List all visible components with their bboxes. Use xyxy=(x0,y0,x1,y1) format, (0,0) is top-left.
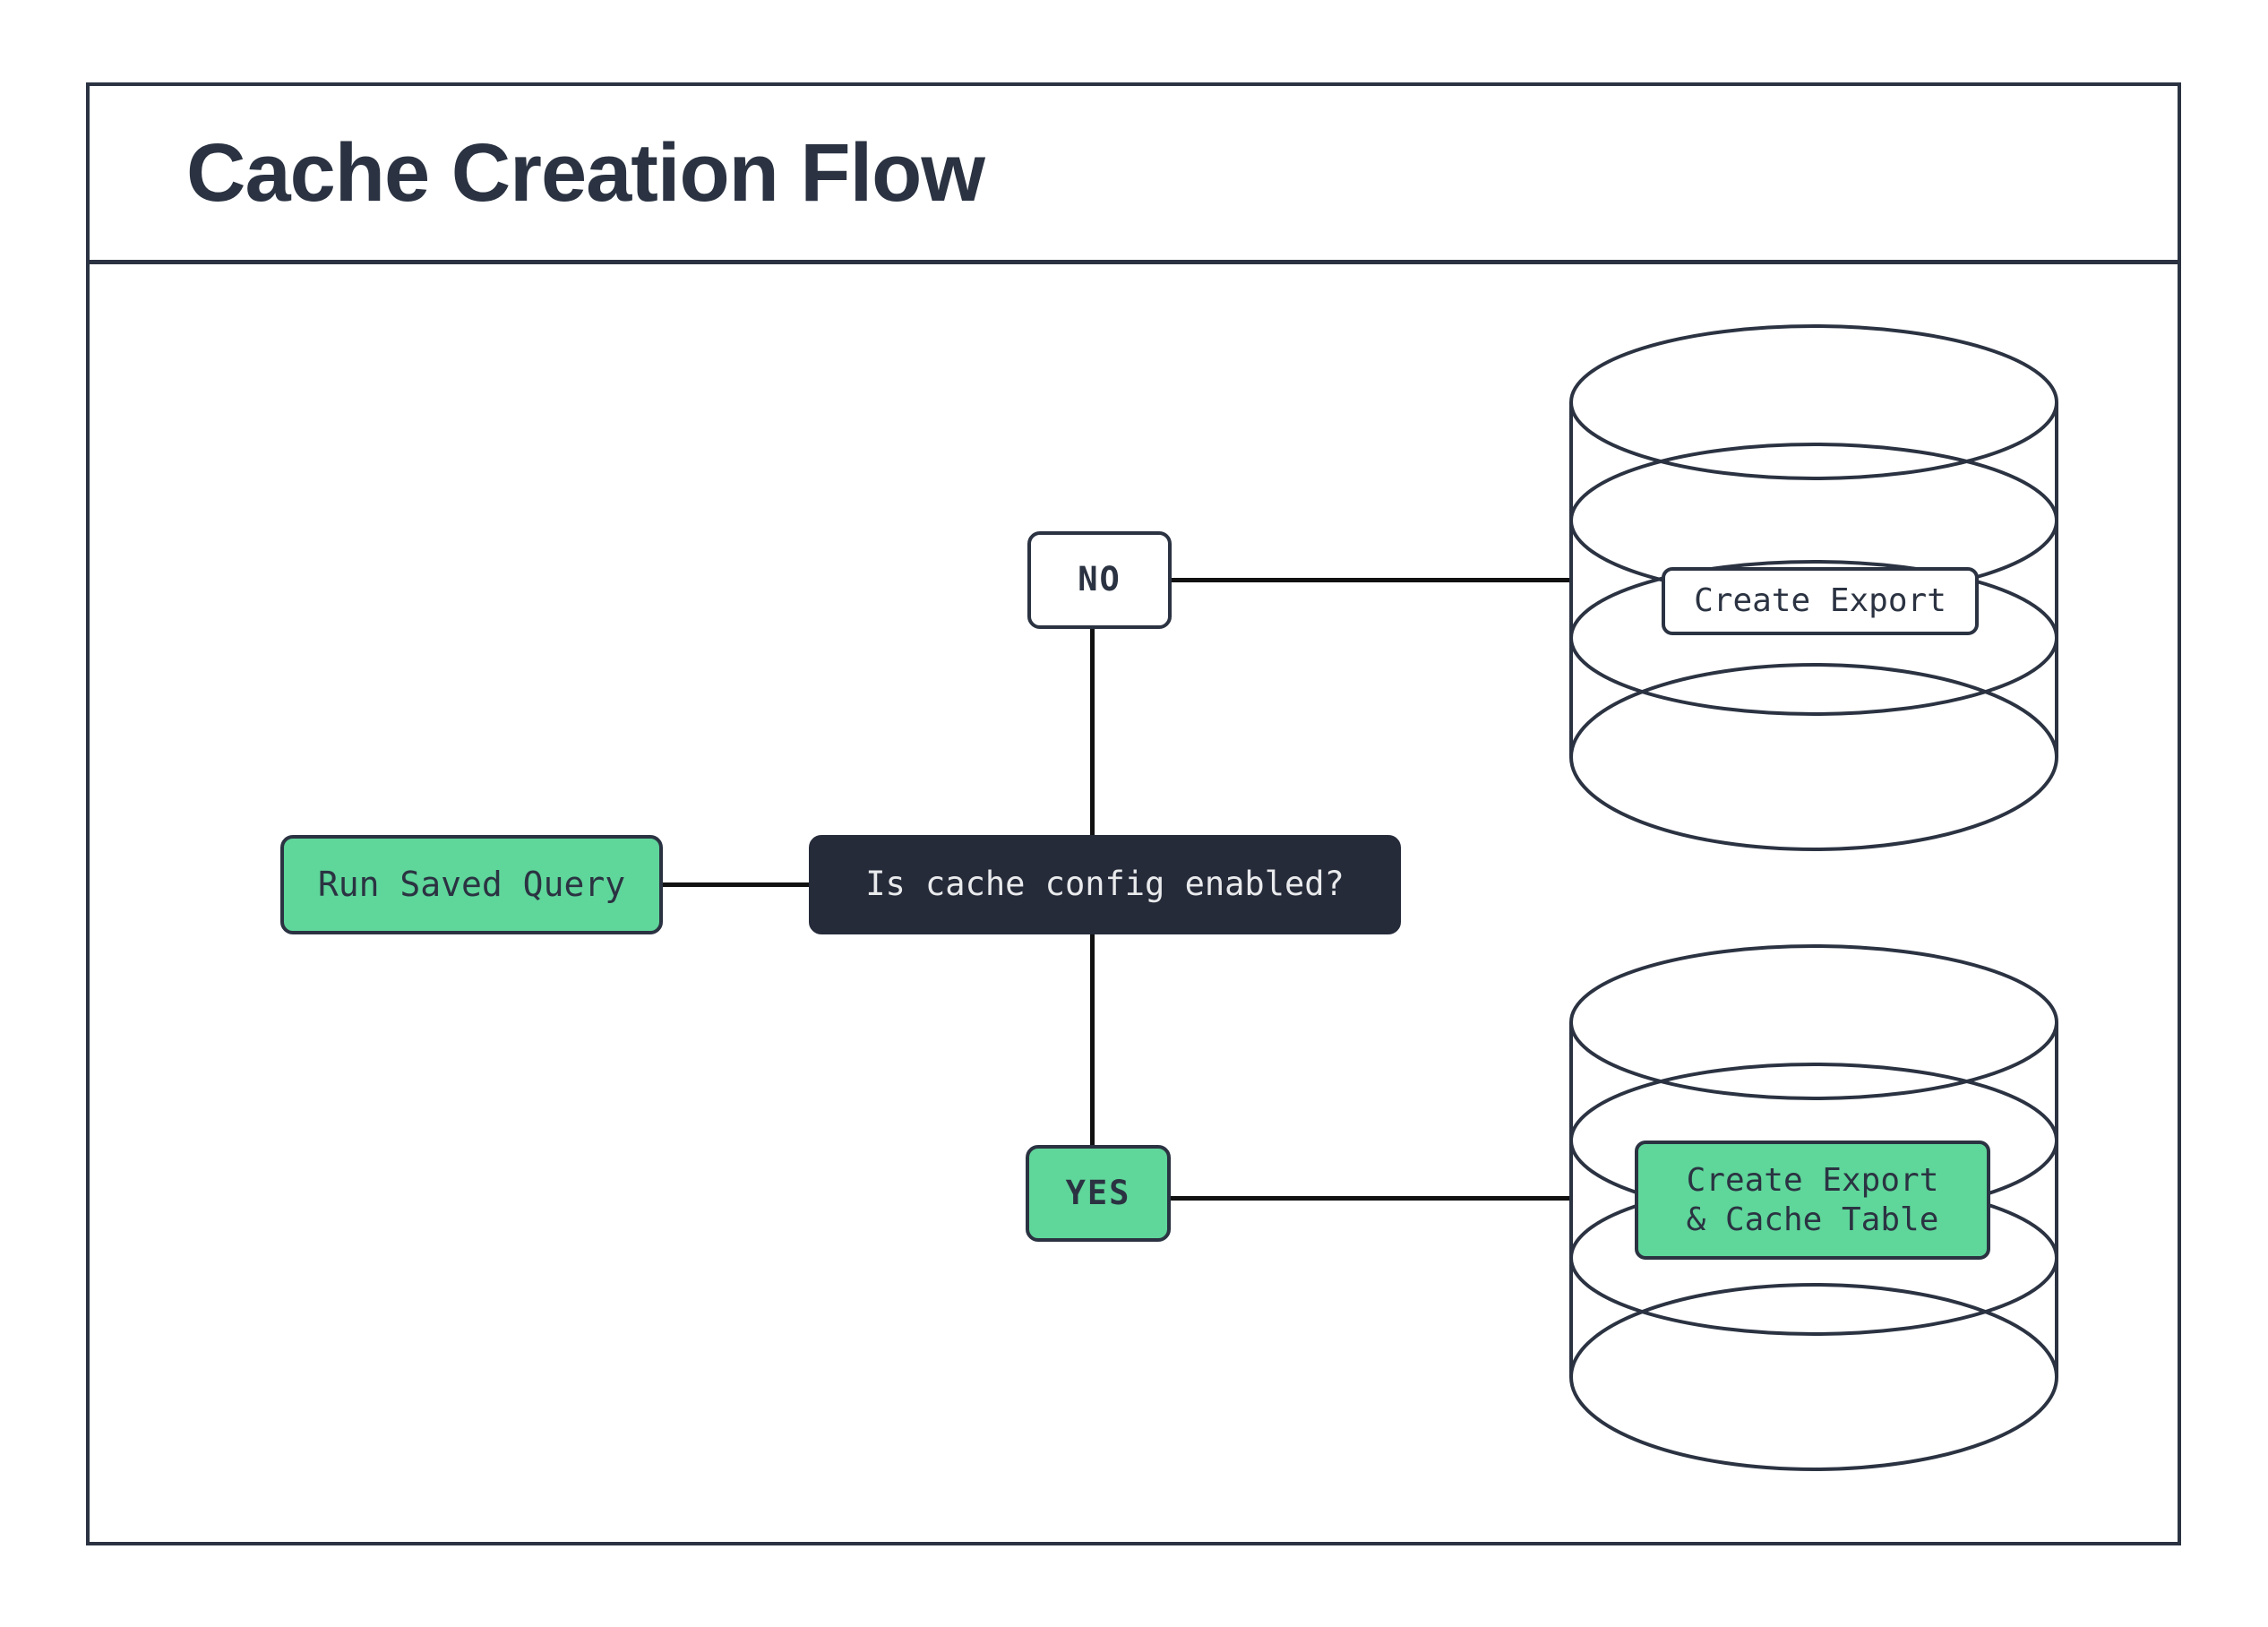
create-export-cache-line2: & Cache Table xyxy=(1686,1201,1939,1238)
yes-label-text: YES xyxy=(1065,1173,1131,1212)
decision-node-cache-config: Is cache config enabled? xyxy=(809,835,1401,934)
create-export-cache-line1: Create Export xyxy=(1686,1162,1939,1200)
start-node-label: Run Saved Query xyxy=(317,864,626,904)
connector-yes-to-database xyxy=(1171,1196,1572,1201)
connector-decision-to-yes xyxy=(1090,934,1095,1145)
branch-label-yes: YES xyxy=(1026,1145,1171,1242)
diagram-header: Cache Creation Flow xyxy=(90,86,2178,264)
result-node-create-export: Create Export xyxy=(1662,567,1979,635)
create-export-label: Create Export xyxy=(1694,582,1946,620)
connector-start-to-decision xyxy=(663,882,809,887)
result-node-create-export-cache-table: Create Export & Cache Table xyxy=(1635,1141,1990,1260)
page-title: Cache Creation Flow xyxy=(186,126,985,219)
no-label-text: NO xyxy=(1078,560,1121,599)
decision-node-label: Is cache config enabled? xyxy=(865,865,1344,904)
branch-label-no: NO xyxy=(1027,531,1172,629)
connector-no-to-decision xyxy=(1090,629,1095,835)
diagram-frame: Cache Creation Flow xyxy=(86,82,2181,1545)
connector-no-to-database xyxy=(1172,578,1572,582)
start-node-run-saved-query: Run Saved Query xyxy=(280,835,663,934)
